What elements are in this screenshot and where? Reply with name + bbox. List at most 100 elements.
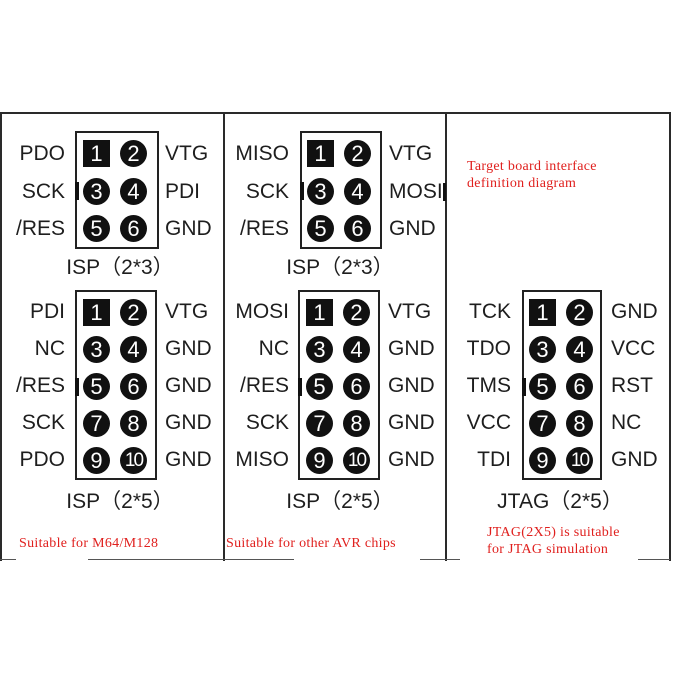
pin-label-left: MISO <box>235 448 289 471</box>
pin-label-right: VTG <box>165 300 209 323</box>
pin-label-left: NC <box>258 337 289 360</box>
pin-label-left: TCK <box>469 300 511 323</box>
pin-5: 5 <box>307 215 334 242</box>
column-divider-1 <box>223 112 225 561</box>
divider-mark <box>443 183 446 201</box>
pin-6: 6 <box>343 373 370 400</box>
column-divider-2 <box>445 112 447 561</box>
pin-label-left: SCK <box>245 180 289 203</box>
frame-bottom-segment <box>638 559 670 560</box>
pin-label-right: VTG <box>389 142 433 165</box>
pin-4: 4 <box>344 178 371 205</box>
diagram-frame-top <box>0 112 671 114</box>
key-notch <box>300 182 304 200</box>
pin-6: 6 <box>120 215 147 242</box>
pin-label-left: PDI <box>29 300 65 323</box>
pin-6: 6 <box>566 373 593 400</box>
pin-label-right: GND <box>611 300 658 323</box>
pin-3: 3 <box>307 178 334 205</box>
frame-bottom-segment <box>0 559 16 560</box>
connector-caption: ISP（2*5） <box>286 490 394 513</box>
usage-note-line-2: for JTAG simulation <box>487 542 609 557</box>
pin-7: 7 <box>83 410 110 437</box>
pin-label-right: GND <box>388 411 435 434</box>
pin-label-right: RST <box>611 374 653 397</box>
pin-label-right: GND <box>388 448 435 471</box>
pin-8: 8 <box>566 410 593 437</box>
pin-6: 6 <box>120 373 147 400</box>
pin-label-left: TDO <box>466 337 511 360</box>
pin-10: 10 <box>120 447 147 474</box>
connector-caption: JTAG（2*5） <box>497 490 623 513</box>
pin-7: 7 <box>306 410 333 437</box>
frame-bottom-segment <box>88 559 224 560</box>
pin-9: 9 <box>306 447 333 474</box>
pin-3: 3 <box>306 336 333 363</box>
key-notch <box>75 378 79 396</box>
pin-3: 3 <box>83 336 110 363</box>
pin-label-left: MISO <box>235 142 289 165</box>
pin-6: 6 <box>344 215 371 242</box>
pin-5: 5 <box>529 373 556 400</box>
usage-note: Suitable for other AVR chips <box>226 536 396 551</box>
pin-2: 2 <box>120 140 147 167</box>
pin-9: 9 <box>83 447 110 474</box>
connector-caption: ISP（2*3） <box>66 256 174 279</box>
pin-4: 4 <box>566 336 593 363</box>
pin-1: 1 <box>306 299 333 326</box>
key-notch <box>522 378 526 396</box>
pin-3: 3 <box>83 178 110 205</box>
pin-label-left: /RES <box>239 374 289 397</box>
pin-label-right: VTG <box>165 142 209 165</box>
frame-bottom-segment <box>420 559 460 560</box>
diagram-title-line-2: definition diagram <box>467 176 577 191</box>
pin-label-left: SCK <box>245 411 289 434</box>
pin-8: 8 <box>343 410 370 437</box>
pin-2: 2 <box>344 140 371 167</box>
pin-8: 8 <box>120 410 147 437</box>
pin-5: 5 <box>83 373 110 400</box>
pin-10: 10 <box>566 447 593 474</box>
pin-label-left: /RES <box>239 217 289 240</box>
pin-label-left: /RES <box>15 217 65 240</box>
key-notch <box>298 378 302 396</box>
pin-3: 3 <box>529 336 556 363</box>
diagram-title-line-1: Target board interface <box>467 159 597 174</box>
pin-label-right: GND <box>388 337 435 360</box>
connector-caption: ISP（2*3） <box>286 256 394 279</box>
pin-label-left: NC <box>34 337 65 360</box>
pin-label-right: MOSI <box>389 180 443 203</box>
pin-5: 5 <box>306 373 333 400</box>
usage-note: Suitable for M64/M128 <box>19 536 159 551</box>
pin-label-left: /RES <box>15 374 65 397</box>
pin-1: 1 <box>83 140 110 167</box>
diagram-frame-right <box>669 112 671 561</box>
pin-label-left: TDI <box>477 448 511 471</box>
pin-7: 7 <box>529 410 556 437</box>
pin-label-right: GND <box>389 217 436 240</box>
pin-4: 4 <box>120 336 147 363</box>
key-notch <box>75 182 79 200</box>
pin-label-left: MOSI <box>235 300 289 323</box>
pin-label-right: PDI <box>165 180 201 203</box>
pin-1: 1 <box>529 299 556 326</box>
pin-label-right: GND <box>388 374 435 397</box>
pin-4: 4 <box>120 178 147 205</box>
pin-5: 5 <box>83 215 110 242</box>
pin-label-left: TMS <box>466 374 511 397</box>
pin-label-left: SCK <box>21 180 65 203</box>
connector-caption: ISP（2*5） <box>66 490 174 513</box>
pin-2: 2 <box>120 299 147 326</box>
pin-label-right: GND <box>165 374 212 397</box>
pin-4: 4 <box>343 336 370 363</box>
pin-label-right: GND <box>165 411 212 434</box>
pin-label-right: GND <box>611 448 658 471</box>
pin-10: 10 <box>343 447 370 474</box>
pin-2: 2 <box>343 299 370 326</box>
pin-1: 1 <box>307 140 334 167</box>
pin-2: 2 <box>566 299 593 326</box>
pin-label-left: PDO <box>19 142 65 165</box>
pin-label-left: SCK <box>21 411 65 434</box>
usage-note-line-1: JTAG(2X5) is suitable <box>487 525 620 540</box>
pin-label-left: PDO <box>19 448 65 471</box>
